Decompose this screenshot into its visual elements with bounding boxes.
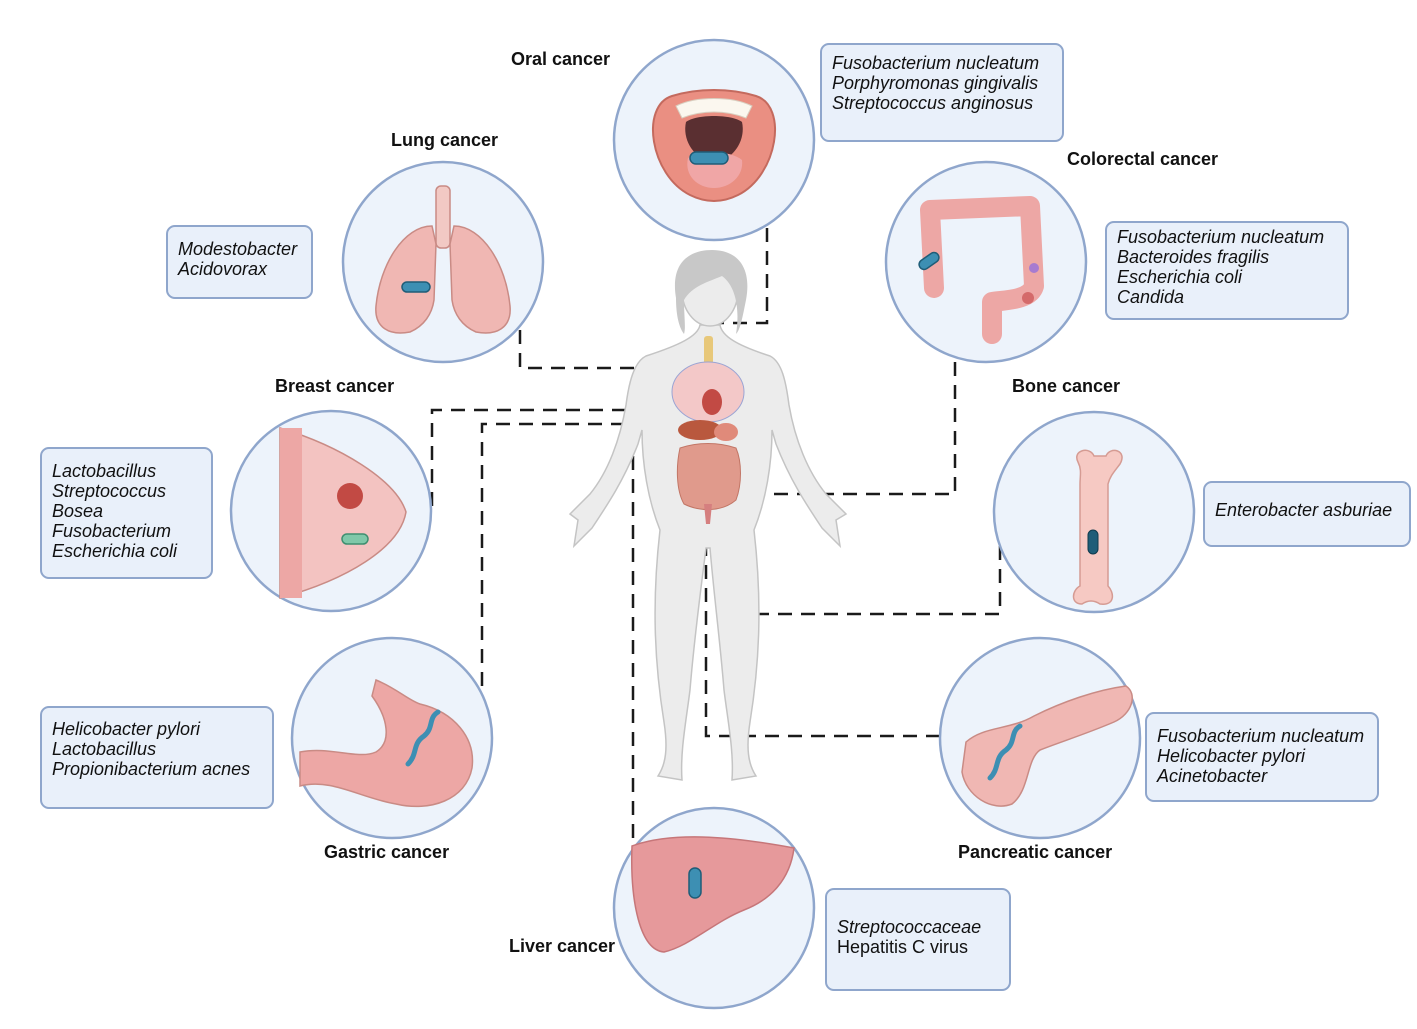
gastric-cancer-title: Gastric cancer [324,842,450,862]
rectum-inner [704,504,712,524]
breast-microbes-box: Lactobacillus Streptococcus Bosea Fusoba… [40,447,213,579]
gastric-cancer-circle [290,636,494,840]
connector-oral [707,228,769,325]
bacterium-icon [341,533,369,545]
microbe-item: Acidovorax [178,259,268,279]
candida-icon [1029,263,1039,273]
microbe-item: Lactobacillus [52,739,157,759]
bacterium-icon [401,281,431,293]
bone-cancer-circle [992,410,1196,614]
bacterium-icon [405,709,441,767]
microbe-item: Bacteroides fragilis [1117,247,1270,267]
stomach-icon [299,678,474,808]
bacterium-icon [688,867,702,899]
microbe-item: Propionibacterium acnes [52,759,251,779]
teeth-icon [675,98,753,119]
microbe-item: Escherichia coli [1117,267,1243,287]
microbe-item: Escherichia coli [52,541,178,561]
microbe-item: Modestobacter [178,239,298,259]
microbe-item: Streptococcus [52,481,167,501]
oral-cancer-title: Oral cancer [511,49,611,69]
pancreatic-cancer-circle [938,636,1142,840]
breast-icon [279,426,407,599]
microbe-item: Enterobacter asburiae [1215,500,1393,520]
breast-cancer-circle [229,409,433,613]
liver-microbes-box: Streptococcaceae Hepatitis C virus [825,888,1011,991]
liver-inner [678,420,722,440]
microbe-item: Streptococcaceae [837,917,982,937]
pancreatic-cancer-title: Pancreatic cancer [958,842,1113,862]
breast-cancer-title: Breast cancer [275,376,395,396]
bone-microbes-box: Enterobacter asburiae [1203,481,1411,547]
right-lung-icon [449,225,511,334]
microbe-item: Porphyromonas gingivalis [832,73,1039,93]
gastric-microbes-box: Helicobacter pylori Lactobacillus Propio… [40,706,274,809]
virus-item: Hepatitis C virus [837,937,969,957]
bone-cancer-title: Bone cancer [1012,376,1121,396]
hair [674,250,748,334]
microbe-item: Fusobacterium nucleatum [1157,726,1365,746]
intestines-inner [676,443,741,510]
pancreas-icon [961,685,1133,807]
throat-icon [685,116,743,162]
connector-breast [430,408,705,506]
bacterium-icon [1087,529,1099,555]
microbe-item: Candida [1117,287,1185,307]
connector-pancreatic [704,440,940,738]
lung-microbes-box: Modestobacter Acidovorax [166,225,313,299]
connector-lung [518,330,700,370]
colorectal-cancer-title: Colorectal cancer [1067,149,1219,169]
microbe-item: Helicobacter pylori [1157,746,1306,766]
bacterium-icon [689,151,729,165]
microbe-item: Fusobacterium nucleatum [1117,227,1325,247]
human-body-figure [568,250,848,781]
microbe-item: Helicobacter pylori [52,719,201,739]
tumor-icon [337,483,363,509]
microbe-item: Streptococcus anginosus [832,93,1034,113]
microbe-item: Lactobacillus [52,461,157,481]
heart-inner [702,389,722,415]
left-lung-icon [375,225,437,334]
connector-gastric [480,422,700,686]
microbe-item: Bosea [52,501,104,521]
liver-cancer-title: Liver cancer [509,936,616,956]
lung-cancer-title: Lung cancer [391,130,499,150]
stomach-inner [714,423,738,441]
chest-wall-icon [280,428,302,598]
lung-cancer-circle [341,160,545,364]
trachea-icon [435,185,451,249]
microbe-item: Fusobacterium nucleatum [832,53,1040,73]
pancreatic-microbes-box: Fusobacterium nucleatum Helicobacter pyl… [1145,712,1379,802]
tumor-icon [1022,292,1034,304]
body-silhouette [568,324,848,781]
liver-cancer-circle [612,806,816,1010]
microbe-item: Fusobacterium [52,521,172,541]
liver-icon [631,836,795,953]
colorectal-cancer-circle [884,160,1088,364]
microbe-item: Acinetobacter [1157,766,1268,786]
connector-bone [743,440,1002,616]
bone-icon [1072,449,1123,605]
bacterium-icon [918,251,940,271]
oral-microbes-box: Fusobacterium nucleatum Porphyromonas gi… [820,43,1064,142]
bacterium-icon [987,723,1023,781]
colorectal-microbes-box: Fusobacterium nucleatum Bacteroides frag… [1105,221,1349,320]
oral-cancer-circle [612,38,816,242]
